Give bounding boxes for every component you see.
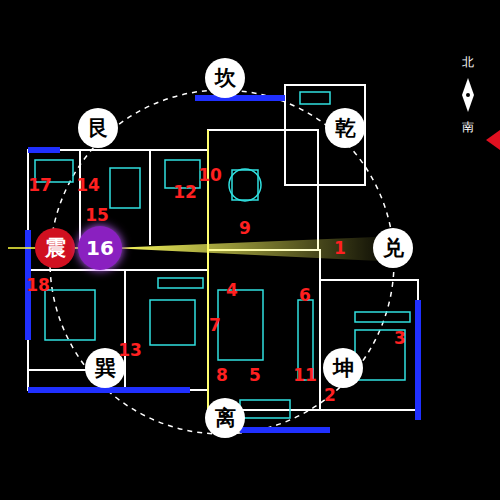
node-text: 坎	[215, 68, 236, 89]
trigram-circle: 离	[205, 398, 245, 438]
callout-number: 7	[209, 315, 221, 335]
callout-number: 8	[216, 365, 228, 385]
callout-number: 12	[173, 182, 197, 202]
callout-number: 17	[28, 175, 52, 195]
callout-number: 1	[334, 238, 346, 258]
node-text: 16	[86, 238, 114, 258]
trigram-circle: 艮	[78, 108, 118, 148]
node-text: 离	[215, 408, 236, 429]
callout-number: 3	[394, 328, 406, 348]
trigram-circle: 兑	[373, 228, 413, 268]
callout-number: 4	[226, 280, 238, 300]
callout-number: 14	[76, 175, 100, 195]
callout-number: 15	[85, 205, 109, 225]
callout-number: 10	[198, 165, 222, 185]
callout-number: 11	[293, 365, 317, 385]
node-text: 坤	[333, 358, 354, 379]
trigram-circle: 坤	[323, 348, 363, 388]
callout-number: 5	[249, 365, 261, 385]
callout-number: 13	[118, 340, 142, 360]
trigram-circle: 坎	[205, 58, 245, 98]
callout-number: 2	[324, 385, 336, 405]
callout-number: 18	[26, 275, 50, 295]
callout-number: 9	[239, 218, 251, 238]
trigram-circle: 乾	[325, 108, 365, 148]
callout-number: 6	[299, 285, 311, 305]
node-text: 兑	[383, 238, 404, 259]
trigram-circle: 震	[35, 228, 75, 268]
center-marker: 16	[78, 226, 122, 270]
node-text: 巽	[95, 358, 116, 379]
node-text: 艮	[88, 118, 109, 139]
compass-label: 北	[462, 54, 474, 71]
compass-label: 南	[462, 119, 474, 136]
node-text: 震	[45, 238, 66, 259]
node-text: 乾	[335, 118, 356, 139]
